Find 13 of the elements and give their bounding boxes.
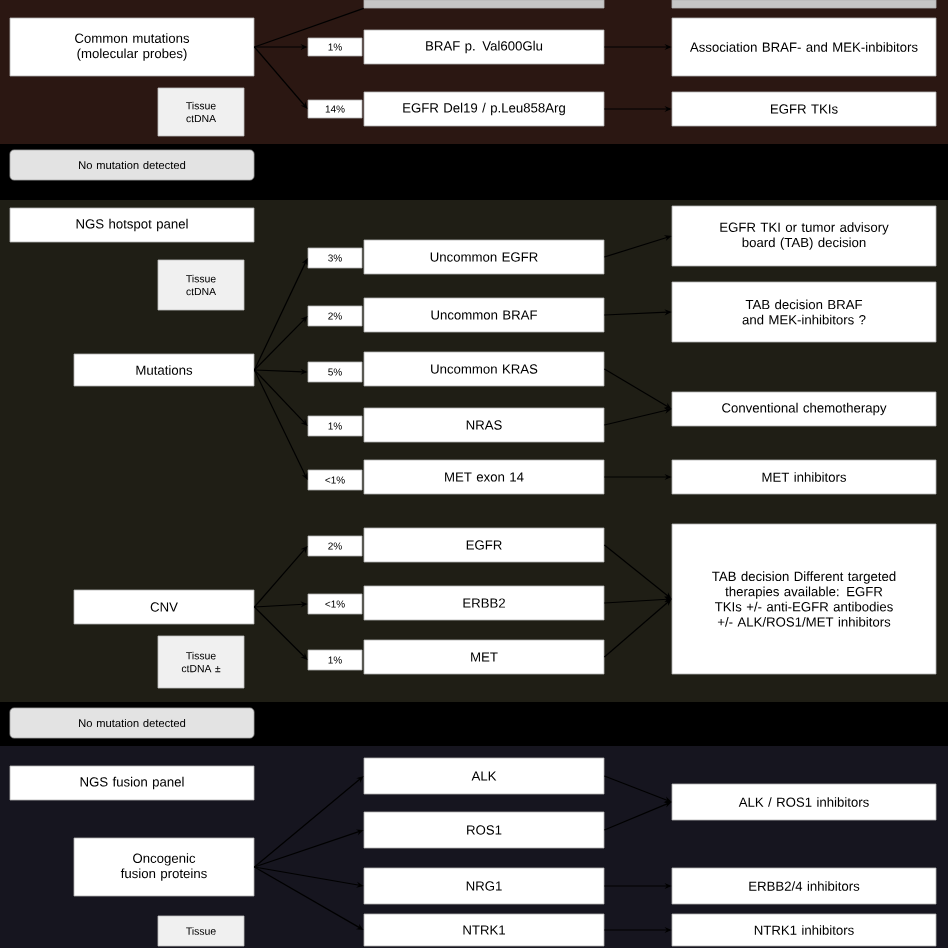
arrow — [603, 544, 672, 599]
connector-line — [253, 7, 365, 48]
empty-box — [671, 0, 937, 9]
arrow — [253, 46, 308, 109]
arrow — [253, 369, 308, 480]
arrow — [253, 776, 364, 868]
arrow — [253, 258, 308, 371]
arrow — [253, 546, 308, 608]
arrow — [253, 606, 308, 660]
arrow — [603, 599, 672, 658]
arrow — [253, 316, 308, 371]
empty-box — [363, 0, 605, 9]
arrow — [253, 369, 308, 426]
